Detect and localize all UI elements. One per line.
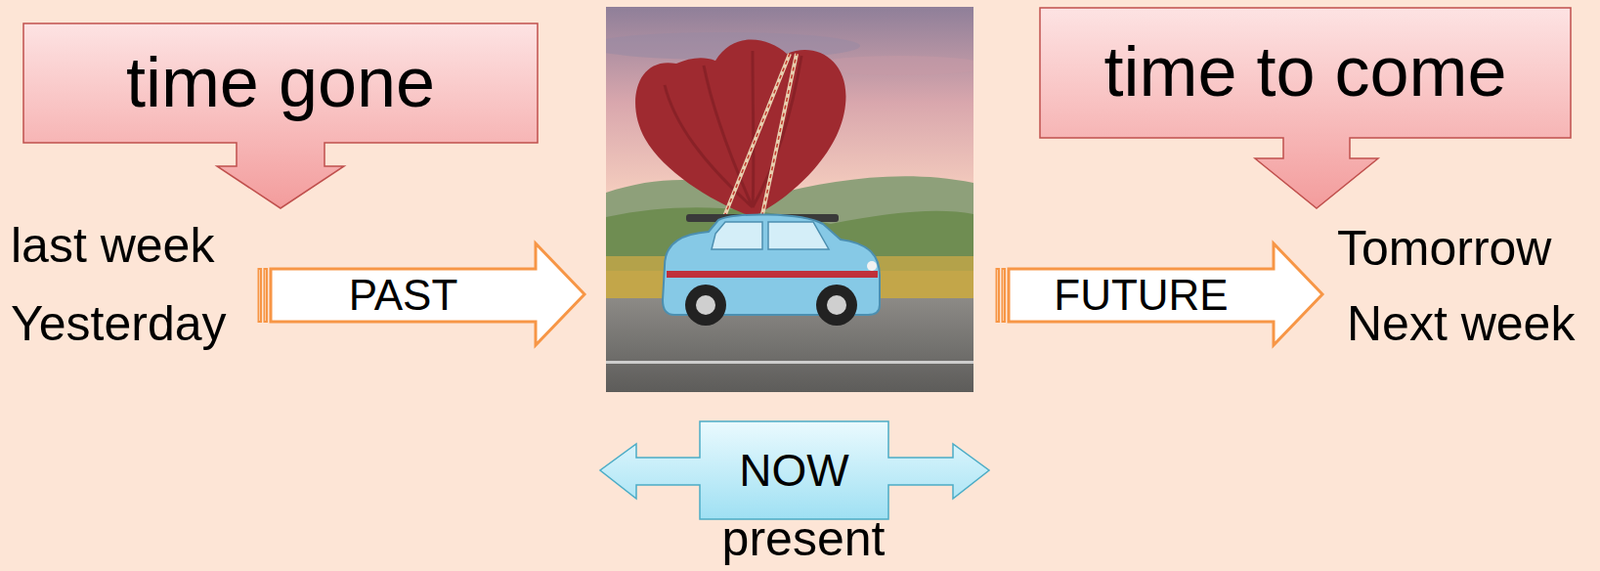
- wheel: [685, 284, 727, 326]
- callout-box: NOW: [599, 420, 991, 520]
- knit-heart: [635, 39, 846, 217]
- tail-stripe: [264, 268, 268, 322]
- shape-path: [270, 243, 585, 346]
- text-area: time to come: [1038, 6, 1572, 138]
- car-window: [768, 221, 829, 250]
- tail-stripe: [259, 268, 262, 322]
- node-text: FUTURE: [1053, 271, 1228, 319]
- text-area: PAST: [270, 268, 536, 322]
- time-word: present: [722, 514, 886, 563]
- node-text: time to come: [1103, 33, 1507, 111]
- node-text: PAST: [348, 271, 459, 319]
- block-arrow: FUTURE: [994, 241, 1325, 347]
- block-arrow: PAST: [257, 241, 587, 347]
- text-area: FUTURE: [1008, 268, 1274, 322]
- wheel: [816, 284, 858, 326]
- time-word: Tomorrow: [1337, 223, 1552, 273]
- road-line: [605, 360, 974, 364]
- node-text: NOW: [738, 445, 849, 496]
- hubcap: [695, 295, 716, 315]
- hubcap: [826, 295, 847, 315]
- shape-path: [600, 421, 990, 519]
- time-word: last week: [10, 220, 215, 270]
- shape-path: [1008, 243, 1323, 346]
- tail-stripe: [996, 268, 1000, 322]
- text-area: time gone: [22, 22, 539, 143]
- car-stripe: [666, 270, 878, 278]
- callout-box: time gone: [22, 22, 539, 210]
- shape-path: [23, 23, 538, 209]
- string: [721, 53, 797, 224]
- car-heart-picture: [605, 6, 974, 392]
- time-word: Next week: [1346, 299, 1575, 348]
- node-text: time gone: [126, 43, 435, 122]
- text-area: NOW: [699, 420, 889, 520]
- tail-stripe: [1002, 268, 1006, 322]
- callout-box: time to come: [1038, 6, 1572, 210]
- time-word: Yesterday: [10, 299, 227, 348]
- string: [721, 53, 797, 224]
- headlight: [866, 260, 877, 271]
- car-window: [711, 221, 763, 250]
- shape-path: [1039, 7, 1571, 209]
